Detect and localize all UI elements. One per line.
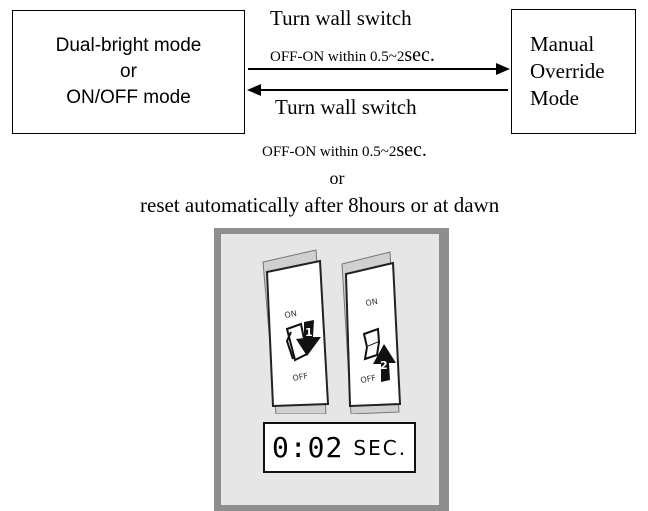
left-off-label: OFF: [292, 371, 309, 383]
arrowhead-left-icon: [247, 84, 261, 96]
dual-bright-mode-box: Dual-bright mode or ON/OFF mode: [12, 10, 245, 134]
left-box-line2: or: [120, 61, 137, 82]
manual-override-mode-box: Manual Override Mode: [511, 9, 636, 134]
top-arrow-condition: OFF-ON within 0.5~2sec.: [270, 44, 435, 66]
timer-unit: SEC.: [353, 435, 408, 460]
left-on-label: ON: [284, 309, 298, 320]
left-box-line1: Dual-bright mode: [55, 35, 202, 56]
right-box-line2: Override: [530, 59, 605, 83]
arrow-up-icon: [373, 344, 396, 382]
timer-value: 0:02: [271, 431, 344, 464]
left-box-line3: ON/OFF mode: [66, 87, 191, 108]
wall-switch-illustration: 1 ON OFF 2 ON OFF 0:02 SEC.: [214, 228, 449, 511]
arrow-down-icon: [296, 320, 321, 356]
right-box-line1: Manual: [530, 32, 595, 56]
timer-display: 0:02 SEC.: [263, 422, 416, 473]
bottom-arrow-condition: OFF-ON within 0.5~2sec.: [262, 139, 427, 161]
switch-plate-left: 1 ON OFF: [262, 249, 330, 414]
arrowhead-right-icon: [496, 63, 510, 75]
right-off-label: OFF: [360, 373, 377, 385]
step-1-label: 1: [305, 326, 313, 339]
right-on-label: ON: [365, 297, 379, 308]
switch-plates: 1 ON OFF 2 ON OFF: [262, 249, 402, 414]
switch-plate-right: 2 ON OFF: [341, 251, 402, 414]
step-2-label: 2: [380, 359, 388, 372]
top-arrow-label: Turn wall switch: [270, 6, 412, 30]
bottom-arrow-label: Turn wall switch: [275, 95, 417, 119]
reset-note: reset automatically after 8hours or at d…: [140, 193, 500, 217]
or-label: or: [329, 168, 345, 188]
right-box-line3: Mode: [530, 86, 579, 110]
